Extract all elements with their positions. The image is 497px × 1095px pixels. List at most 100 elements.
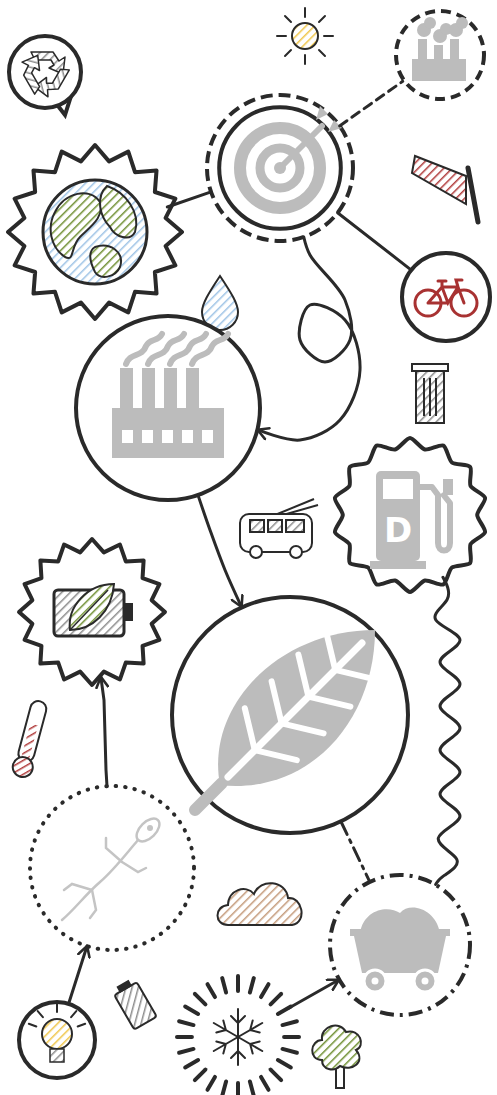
factory-circle-shape (76, 316, 260, 500)
factory-icon (112, 334, 228, 458)
leaf (70, 584, 114, 630)
connector-arrow (101, 677, 107, 787)
burst-tick (185, 1007, 198, 1014)
sun-icon (319, 50, 325, 56)
battery-icon (118, 981, 131, 991)
snowflake-arm (235, 1017, 266, 1043)
pump-letter: D (382, 513, 414, 547)
evolution-circle-shape (26, 782, 198, 954)
burst-tick (179, 1021, 193, 1025)
circle-outline (76, 316, 260, 500)
snowflake-arm (231, 1037, 245, 1065)
burst-tick (222, 1082, 226, 1095)
leaf-circle-shape (172, 597, 408, 833)
battery-icon (54, 584, 133, 636)
fuel-icon (370, 471, 453, 569)
cart-wheel (364, 970, 386, 992)
globe-burst-shape (8, 145, 182, 319)
snowflake-arm (210, 1031, 241, 1057)
leaf-vein (245, 708, 297, 760)
burst-tick (261, 1077, 268, 1090)
burst-tick (261, 984, 268, 997)
connector-arrow (258, 237, 360, 440)
circle-outline (219, 107, 341, 229)
idea-circle-shape (19, 1002, 95, 1078)
fuel-burst-shape (335, 438, 485, 592)
globe-burst (5, 142, 185, 322)
light-ray (56, 1004, 58, 1012)
dashdot-outline (330, 875, 470, 1015)
bulb-glass (42, 1019, 72, 1049)
leaf-vein (298, 655, 350, 707)
burst-tick (250, 1082, 254, 1095)
chimney (164, 368, 177, 410)
burst-tick (236, 976, 240, 991)
trolleybus-icon (250, 520, 264, 532)
smoke-puff (424, 17, 436, 29)
leaf-vein (228, 643, 362, 777)
recycle-arrow (18, 54, 54, 94)
factory-window (162, 430, 173, 443)
chimney (120, 368, 133, 410)
snowflake-arm (231, 1009, 245, 1037)
burst-tick (195, 1070, 206, 1081)
goal-circle-shape (207, 95, 353, 241)
lizard-body (62, 840, 138, 920)
pump-nozzle (443, 479, 453, 495)
trolleybus-icon (240, 514, 312, 552)
burst-tick (177, 1035, 192, 1039)
recycle-bubble-shape (9, 36, 81, 115)
leaf-vein (272, 681, 324, 733)
coal-cart-circle-shape (326, 871, 474, 1019)
factory-window (202, 430, 213, 443)
sun-icon (292, 23, 318, 49)
chimney (142, 368, 155, 410)
factory-circle (72, 312, 264, 504)
leaf-blade (218, 630, 375, 786)
coal-cart-circle (326, 871, 474, 1019)
pump-hose (420, 487, 450, 551)
leaf-circle-shape (168, 593, 412, 837)
bicycle-circle-shape (398, 249, 494, 345)
idea-circle (15, 998, 99, 1082)
burst-outline (19, 539, 165, 685)
thermometer-icon (17, 699, 49, 763)
cart-rim (350, 929, 450, 936)
sun-icon (277, 35, 286, 37)
globe-burst-shape (5, 142, 185, 322)
sun-icon (304, 8, 306, 17)
cart-icon (350, 907, 450, 992)
recycle-bubble-shape (1, 28, 89, 116)
globe-icon (43, 180, 147, 284)
sun-icon (277, 8, 333, 64)
windsock-icon (468, 168, 478, 222)
battery-icon (114, 982, 157, 1030)
trash-bin-icon (423, 378, 425, 416)
smoke-puff (456, 17, 468, 29)
pump-body (376, 471, 420, 561)
burst-fill (177, 976, 299, 1095)
goal-circle (204, 92, 356, 244)
wheel-hub (422, 978, 429, 985)
burst-tick (250, 978, 254, 992)
smoke-trail (148, 334, 184, 364)
cloud-icon (218, 883, 302, 925)
pump-base (370, 561, 426, 569)
pollution-circle-shape (396, 11, 484, 99)
pollution-circle (392, 7, 488, 103)
trolleybus-icon (240, 499, 318, 558)
continent (100, 186, 136, 237)
leaf-stem (195, 783, 222, 810)
burst-tick (283, 1049, 297, 1053)
burst-tick (236, 1083, 240, 1095)
connector-line (435, 577, 460, 884)
burst-tick (284, 1035, 299, 1039)
trash-bin-icon (412, 364, 448, 371)
connector-arrow (288, 980, 339, 1009)
trolleybus-icon (290, 546, 302, 558)
connector-line (341, 822, 370, 882)
connector-arrow (198, 495, 242, 607)
cloud-icon (218, 883, 302, 925)
